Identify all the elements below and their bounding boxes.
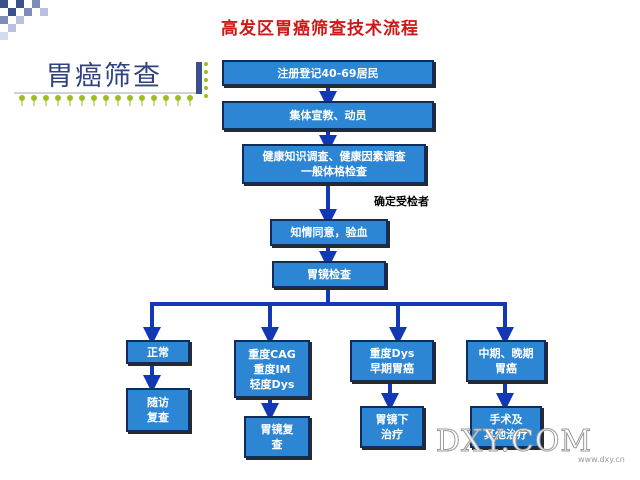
node-late-cancer-line-2: 胃癌: [495, 362, 517, 375]
node-education: 集体宣教、动员: [222, 101, 434, 130]
heading-decoration: [14, 62, 208, 106]
node-education-line-1: 集体宣教、动员: [289, 109, 367, 122]
note-confirm-subjects: 确定受检者: [374, 195, 429, 208]
node-surgery-line-1: 手术及: [489, 413, 523, 426]
node-survey-line-2: 一般体格检查: [301, 165, 367, 178]
node-severe-cag-line-1: 重度CAG: [248, 347, 296, 361]
checker-decoration: [0, 0, 48, 40]
node-recheck-line-2: 查: [271, 438, 283, 451]
node-severe-cag-line-3: 轻度Dys: [249, 377, 295, 391]
node-endo-treat: 胃镜下 治疗: [360, 406, 424, 448]
node-normal-line-1: 正常: [147, 345, 169, 359]
node-recheck: 胃镜复 查: [244, 416, 310, 458]
node-consent: 知情同意，验血: [270, 219, 388, 246]
node-late-cancer-line-1: 中期、晚期: [478, 347, 534, 360]
page-title: 高发区胃癌筛查技术流程: [221, 19, 419, 39]
watermark-sub: www.dxy.cn: [578, 455, 625, 464]
node-severe-cag: 重度CAG 重度IM 轻度Dys: [234, 340, 310, 398]
node-severe-dys-line-2: 早期胃癌: [370, 362, 414, 375]
node-endo-treat-line-2: 治疗: [381, 428, 403, 441]
node-severe-cag-line-2: 重度IM: [253, 362, 291, 376]
node-gastroscopy-line-1: 胃镜检查: [307, 268, 351, 281]
node-normal: 正常: [126, 340, 190, 364]
node-severe-dys-line-1: 重度Dys: [369, 347, 415, 360]
node-survey-line-1: 健康知识调查、健康因素调查: [262, 150, 406, 163]
node-surgery-line-2: 其他治疗: [484, 428, 528, 441]
node-register-line-1: 注册登记40-69居民: [277, 66, 379, 80]
node-consent-line-1: 知情同意，验血: [290, 226, 368, 239]
node-followup: 随访 复查: [126, 388, 190, 432]
watermark: DXY.COM: [436, 424, 593, 460]
node-late-cancer: 中期、晚期 胃癌: [466, 340, 546, 382]
node-surgery: 手术及 其他治疗: [470, 406, 542, 448]
section-heading: 胃癌筛查: [46, 61, 162, 92]
node-severe-dys: 重度Dys 早期胃癌: [350, 340, 434, 382]
node-gastroscopy: 胃镜检查: [272, 261, 386, 288]
node-recheck-line-1: 胃镜复: [260, 423, 294, 436]
node-endo-treat-line-1: 胃镜下: [375, 413, 409, 426]
node-register: 注册登记40-69居民: [222, 60, 434, 86]
node-followup-line-2: 复查: [147, 411, 169, 424]
node-followup-line-1: 随访: [147, 396, 169, 409]
node-survey: 健康知识调查、健康因素调查 一般体格检查: [242, 144, 426, 184]
